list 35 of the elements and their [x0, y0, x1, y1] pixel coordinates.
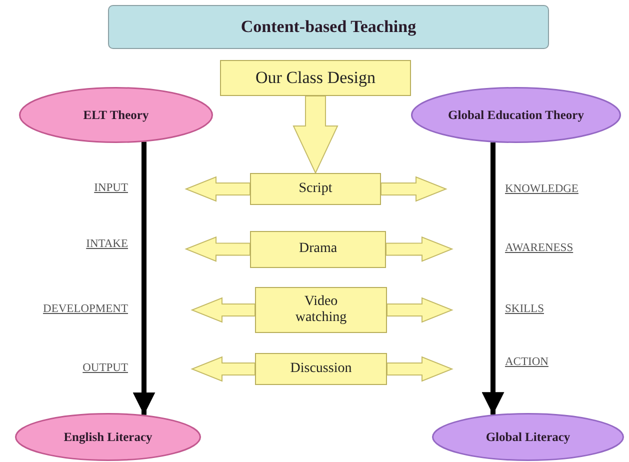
process-box: [250, 173, 381, 205]
node-label: Global Education Theory: [448, 108, 584, 122]
block-arrow: [184, 176, 250, 202]
arrow: [132, 142, 156, 415]
block-arrow: [184, 236, 251, 262]
block-arrow: [386, 297, 454, 323]
process-box: [255, 353, 387, 385]
node-label: ELT Theory: [83, 108, 149, 122]
block-arrow: [190, 297, 256, 323]
stage-label: INPUT: [94, 182, 128, 194]
stage-label: DEVELOPMENT: [43, 303, 128, 315]
node-label: Global Literacy: [486, 430, 570, 444]
process-box: [255, 287, 387, 333]
stage-label: ACTION: [505, 356, 548, 368]
node-label: English Literacy: [64, 430, 152, 444]
node-label: Discussion: [290, 360, 352, 378]
block-arrow: [190, 356, 256, 382]
stage-label: AWARENESS: [505, 242, 574, 254]
process-box: [220, 60, 411, 96]
stage-label: OUTPUT: [82, 362, 128, 374]
node-label: Drama: [298, 241, 338, 258]
stage-label: INTAKE: [86, 238, 128, 250]
stage-label: KNOWLEDGE: [505, 183, 578, 195]
node-label: Content-based Teaching: [240, 17, 416, 37]
process-box: [250, 231, 386, 268]
block-arrow: [292, 96, 338, 174]
arrow: [482, 142, 504, 415]
stage-label: SKILLS: [505, 303, 544, 315]
block-arrow: [386, 356, 454, 382]
block-arrow: [385, 236, 454, 262]
node-label: Script: [298, 180, 332, 198]
title-box: [108, 5, 549, 49]
block-arrow: [380, 176, 448, 202]
node-label: Our Class Design: [256, 68, 376, 88]
node-label: Video watching: [294, 294, 348, 326]
